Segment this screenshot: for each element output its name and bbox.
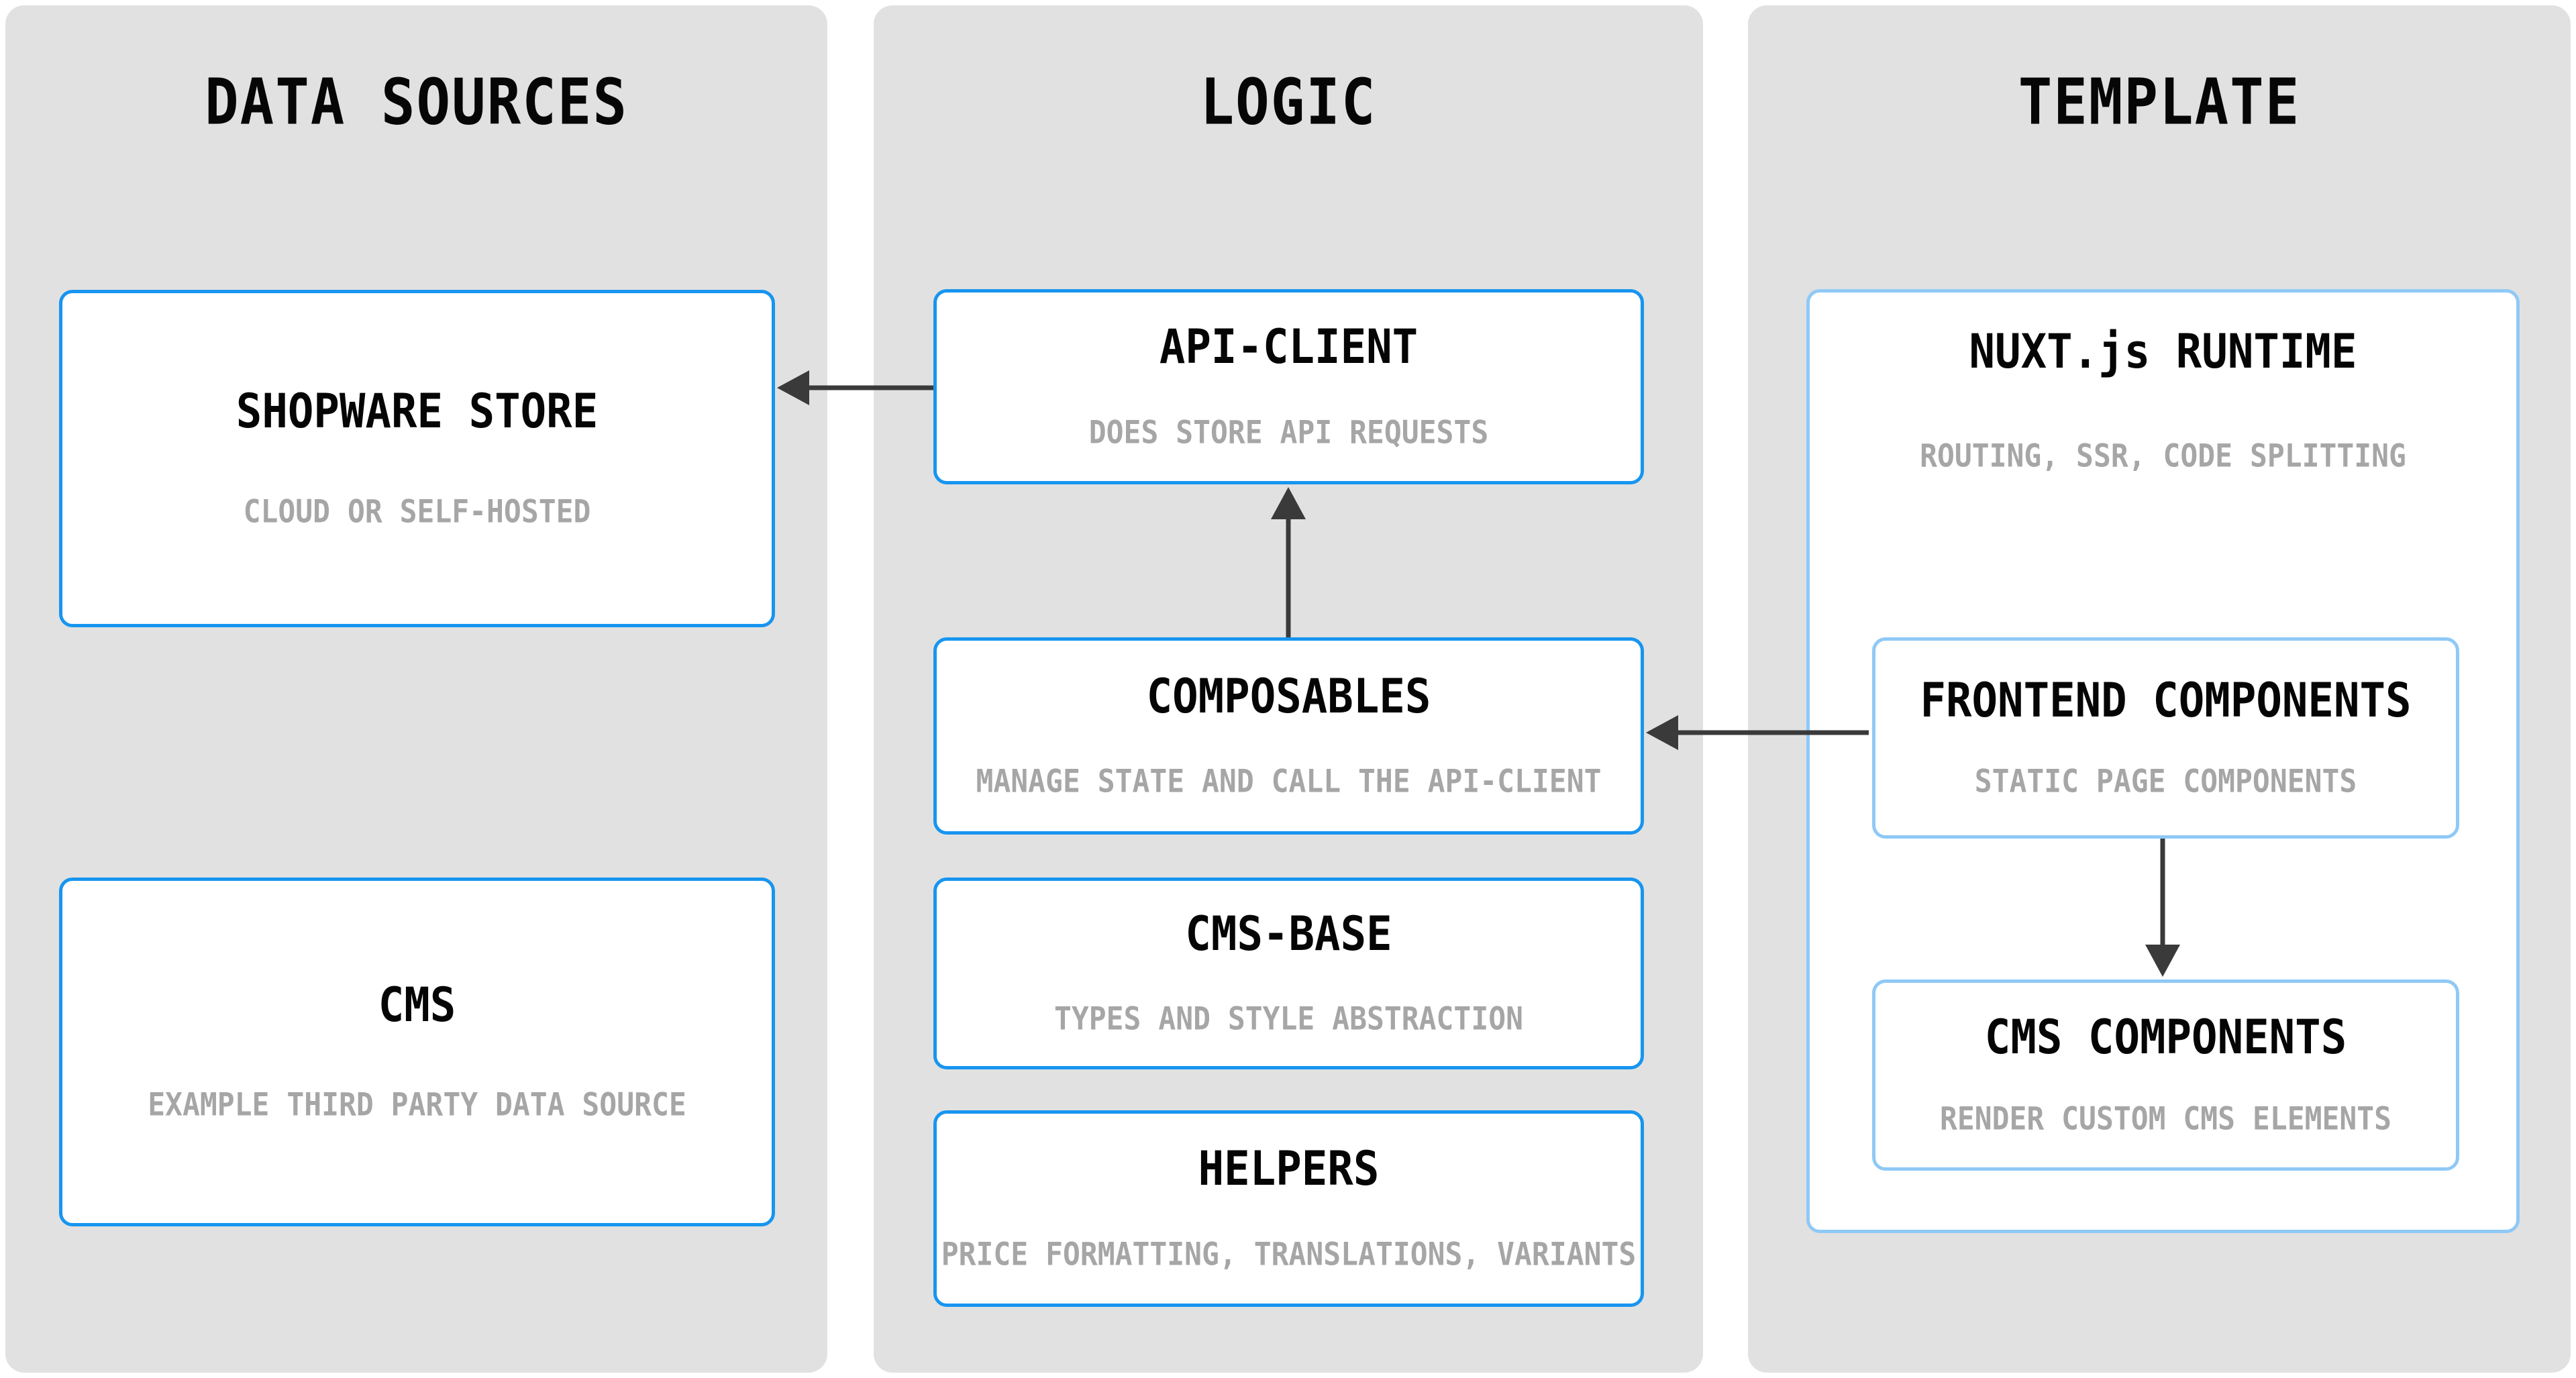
box-cms: CMS EXAMPLE THIRD PARTY DATA SOURCE	[59, 878, 775, 1226]
box-composables-title: COMPOSABLES	[1146, 670, 1431, 725]
panel-data-sources-title: DATA SOURCES	[205, 65, 628, 139]
box-frontend-components-subtitle: STATIC PAGE COMPONENTS	[1974, 763, 2357, 800]
panel-logic-title: LOGIC	[1200, 65, 1377, 139]
box-composables-subtitle: MANAGE STATE AND CALL THE API-CLIENT	[976, 763, 1602, 800]
box-cms-title: CMS	[378, 978, 456, 1033]
box-cms-base: CMS-BASE TYPES AND STYLE ABSTRACTION	[933, 878, 1644, 1069]
box-helpers: HELPERS PRICE FORMATTING, TRANSLATIONS, …	[933, 1110, 1644, 1307]
box-frontend-components: FRONTEND COMPONENTS STATIC PAGE COMPONEN…	[1872, 637, 2459, 839]
box-helpers-title: HELPERS	[1198, 1142, 1380, 1197]
box-frontend-components-title: FRONTEND COMPONENTS	[1920, 674, 2412, 729]
box-cms-subtitle: EXAMPLE THIRD PARTY DATA SOURCE	[148, 1086, 686, 1124]
box-cms-components-subtitle: RENDER CUSTOM CMS ELEMENTS	[1939, 1100, 2392, 1137]
box-cms-base-title: CMS-BASE	[1185, 907, 1392, 962]
panel-template-title: TEMPLATE	[2018, 65, 2301, 139]
box-api-client-subtitle: DOES STORE API REQUESTS	[1088, 413, 1489, 451]
box-nuxt-runtime-subtitle: ROUTING, SSR, CODE SPLITTING	[1920, 437, 2406, 475]
box-composables: COMPOSABLES MANAGE STATE AND CALL THE AP…	[933, 637, 1644, 835]
box-shopware-store-title: SHOPWARE STORE	[236, 384, 599, 439]
box-shopware-store-subtitle: CLOUD OR SELF-HOSTED	[243, 492, 591, 530]
box-nuxt-runtime: NUXT.js RUNTIME ROUTING, SSR, CODE SPLIT…	[1806, 289, 2520, 1233]
box-api-client-title: API-CLIENT	[1159, 320, 1419, 375]
box-nuxt-runtime-title: NUXT.js RUNTIME	[1969, 325, 2357, 380]
box-helpers-subtitle: PRICE FORMATTING, TRANSLATIONS, VARIANTS	[941, 1235, 1637, 1273]
box-cms-components: CMS COMPONENTS RENDER CUSTOM CMS ELEMENT…	[1872, 979, 2459, 1171]
box-shopware-store: SHOPWARE STORE CLOUD OR SELF-HOSTED	[59, 290, 775, 627]
box-cms-components-title: CMS COMPONENTS	[1984, 1010, 2347, 1065]
box-api-client: API-CLIENT DOES STORE API REQUESTS	[933, 289, 1644, 484]
box-cms-base-subtitle: TYPES AND STYLE ABSTRACTION	[1054, 1000, 1523, 1038]
